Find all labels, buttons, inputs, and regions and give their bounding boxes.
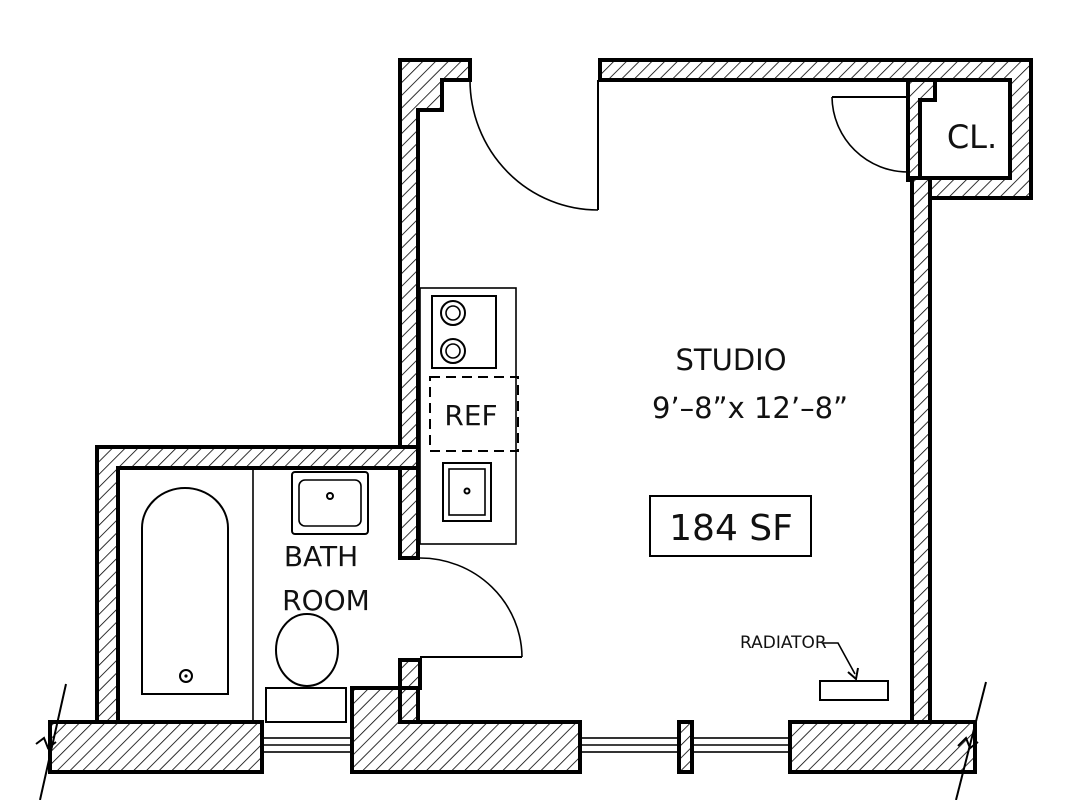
- closet-label: CL.: [947, 118, 997, 156]
- wall-bottom-mid: [350, 686, 582, 774]
- area-box: [649, 495, 812, 557]
- wall-bottom-left: [48, 720, 264, 774]
- toilet-bowl: [275, 613, 339, 687]
- wall-bottom-jamb: [398, 658, 422, 690]
- closet: CL.: [947, 118, 997, 156]
- walls: [48, 58, 1033, 774]
- studio-name: STUDIO: [675, 343, 786, 377]
- bath-door-swing: [419, 557, 523, 658]
- tub-drain-icon: [179, 669, 193, 683]
- wall-closet-jamb: [906, 78, 937, 182]
- burner-bottom-icon: [440, 338, 466, 364]
- ref-label: REF: [444, 399, 497, 432]
- radiator: RADIATOR: [740, 633, 889, 701]
- break-lines: [35, 681, 987, 800]
- kitchen-counter: [419, 287, 517, 545]
- entry-door-swing: [469, 79, 599, 211]
- wall-left-upper: [398, 58, 472, 560]
- stove: [431, 295, 497, 369]
- radiator-label: RADIATOR: [740, 633, 827, 653]
- radiator-unit: [819, 680, 889, 701]
- toilet-tank: [265, 687, 347, 723]
- wall-bottom-pier: [677, 720, 694, 774]
- bath-label-line1: BATH: [284, 540, 358, 573]
- kitchen-sink: [442, 462, 492, 522]
- wall-right: [910, 176, 932, 724]
- bathtub: [141, 487, 229, 695]
- bath-label-line2: ROOM: [282, 584, 370, 617]
- radiator-leader: [823, 642, 856, 675]
- vanity: [291, 471, 369, 535]
- area-label: 184 SF: [669, 508, 793, 549]
- doors: [419, 79, 909, 658]
- bath-sink: [298, 479, 362, 527]
- kitchen: [419, 287, 519, 545]
- burner-top-icon: [440, 300, 466, 326]
- windows: [261, 737, 791, 753]
- studio-dims: 9’–8”x 12’–8”: [652, 391, 848, 425]
- bathroom: [141, 468, 369, 723]
- wall-bottom-right: [788, 720, 977, 774]
- closet-door-swing: [831, 96, 909, 173]
